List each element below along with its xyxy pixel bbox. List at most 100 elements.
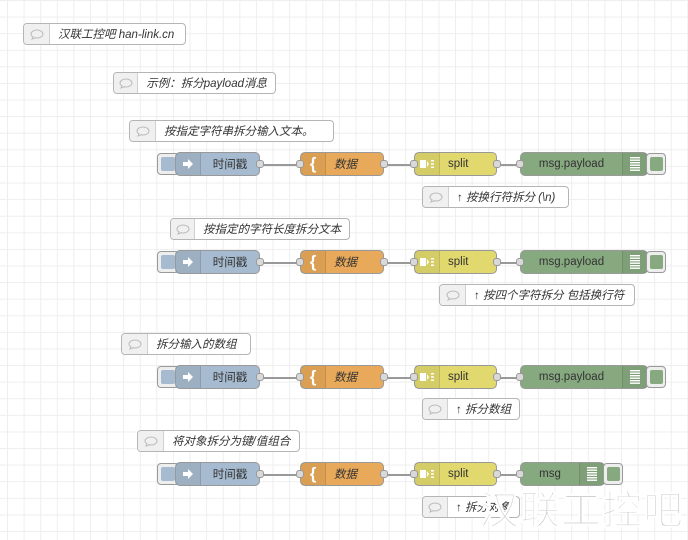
comment-text: ↑ 拆分对象 [456,502,511,514]
comment-node-newline[interactable]: ↑ 按换行符拆分 (\n) [422,186,569,208]
input-port[interactable] [410,160,418,168]
wire[interactable] [384,262,414,264]
comment-text: 将对象拆分为键/值组合 [172,436,291,448]
output-port[interactable] [256,258,264,266]
template-node[interactable]: { 数据 [296,250,388,274]
inject-trigger-button[interactable] [157,366,179,388]
debug-list-icon [622,251,647,273]
wire[interactable] [261,262,301,264]
comment-node-split-object[interactable]: 将对象拆分为键/值组合 [137,430,300,452]
output-port[interactable] [493,160,501,168]
wire[interactable] [384,164,414,166]
output-port[interactable] [256,160,264,168]
comment-icon [423,399,449,419]
input-port[interactable] [296,258,304,266]
node-label: 数据 [334,159,357,171]
wire[interactable] [497,262,521,264]
inject-button-fill [161,157,175,171]
node-label: split [448,371,469,383]
comment-node-example[interactable]: 示例：拆分payload消息 [113,72,276,94]
debug-toggle-button[interactable] [603,463,623,485]
comment-node-array[interactable]: ↑ 拆分数组 [422,398,520,420]
input-port[interactable] [296,373,304,381]
input-port[interactable] [516,470,524,478]
comment-icon [423,187,449,207]
wire[interactable] [384,474,414,476]
input-port[interactable] [516,160,524,168]
debug-node[interactable]: msg [516,462,605,486]
comment-node-site[interactable]: 汉联工控吧 han-link.cn [23,23,186,45]
debug-toggle-fill [649,370,663,384]
inject-trigger-button[interactable] [157,463,179,485]
node-label: 时间戳 [212,257,248,269]
input-port[interactable] [516,373,524,381]
output-port[interactable] [380,373,388,381]
debug-toggle-button[interactable] [646,251,666,273]
comment-icon [440,285,466,305]
output-port[interactable] [493,373,501,381]
input-port[interactable] [516,258,524,266]
comment-text: ↑ 拆分数组 [456,404,511,416]
comment-node-split-length[interactable]: 按指定的字符长度拆分文本 [170,218,350,240]
arrow-right-icon [176,251,201,273]
wire[interactable] [384,377,414,379]
debug-toggle-button[interactable] [646,153,666,175]
wire[interactable] [497,164,521,166]
wire[interactable] [261,164,301,166]
split-node[interactable]: split [410,365,501,389]
wire[interactable] [261,474,301,476]
output-port[interactable] [380,258,388,266]
inject-button-fill [161,370,175,384]
inject-trigger-button[interactable] [157,153,179,175]
comment-node-object[interactable]: ↑ 拆分对象 [422,496,520,518]
wire[interactable] [497,377,521,379]
node-label: 时间戳 [212,469,248,481]
output-port[interactable] [256,470,264,478]
node-label: 数据 [334,257,357,269]
comment-icon [423,497,449,517]
wire[interactable] [497,474,521,476]
split-node[interactable]: split [410,152,501,176]
split-node[interactable]: split [410,462,501,486]
comment-icon [122,334,148,354]
output-port[interactable] [493,470,501,478]
inject-node[interactable]: 时间戳 [175,250,264,274]
debug-node[interactable]: msg.payload [516,365,648,389]
node-label: split [448,158,469,170]
inject-button-fill [161,467,175,481]
template-node[interactable]: { 数据 [296,462,388,486]
template-node[interactable]: { 数据 [296,152,388,176]
inject-trigger-button[interactable] [157,251,179,273]
inject-node[interactable]: 时间戳 [175,462,264,486]
wire[interactable] [261,377,301,379]
input-port[interactable] [410,373,418,381]
input-port[interactable] [296,470,304,478]
output-port[interactable] [256,373,264,381]
inject-node[interactable]: 时间戳 [175,152,264,176]
output-port[interactable] [380,160,388,168]
debug-node[interactable]: msg.payload [516,152,648,176]
comment-node-split-string[interactable]: 按指定字符串拆分输入文本。 [129,120,334,142]
split-icon [415,463,440,485]
inject-node[interactable]: 时间戳 [175,365,264,389]
output-port[interactable] [493,258,501,266]
input-port[interactable] [296,160,304,168]
template-node[interactable]: { 数据 [296,365,388,389]
output-port[interactable] [380,470,388,478]
curly-brace-icon: { [301,366,326,388]
debug-list-icon [622,366,647,388]
node-label: msg [539,468,561,480]
debug-toggle-fill [649,255,663,269]
comment-text: 汉联工控吧 han-link.cn [58,29,175,41]
debug-node[interactable]: msg.payload [516,250,648,274]
comment-node-split-array[interactable]: 拆分输入的数组 [121,333,251,355]
comment-node-four-chars[interactable]: ↑ 按四个字符拆分 包括换行符 [439,284,635,306]
split-node[interactable]: split [410,250,501,274]
comment-text: 示例：拆分payload消息 [146,78,267,90]
input-port[interactable] [410,470,418,478]
input-port[interactable] [410,258,418,266]
node-label: split [448,256,469,268]
debug-toggle-button[interactable] [646,366,666,388]
inject-button-fill [161,255,175,269]
comment-text: 拆分输入的数组 [156,339,237,351]
